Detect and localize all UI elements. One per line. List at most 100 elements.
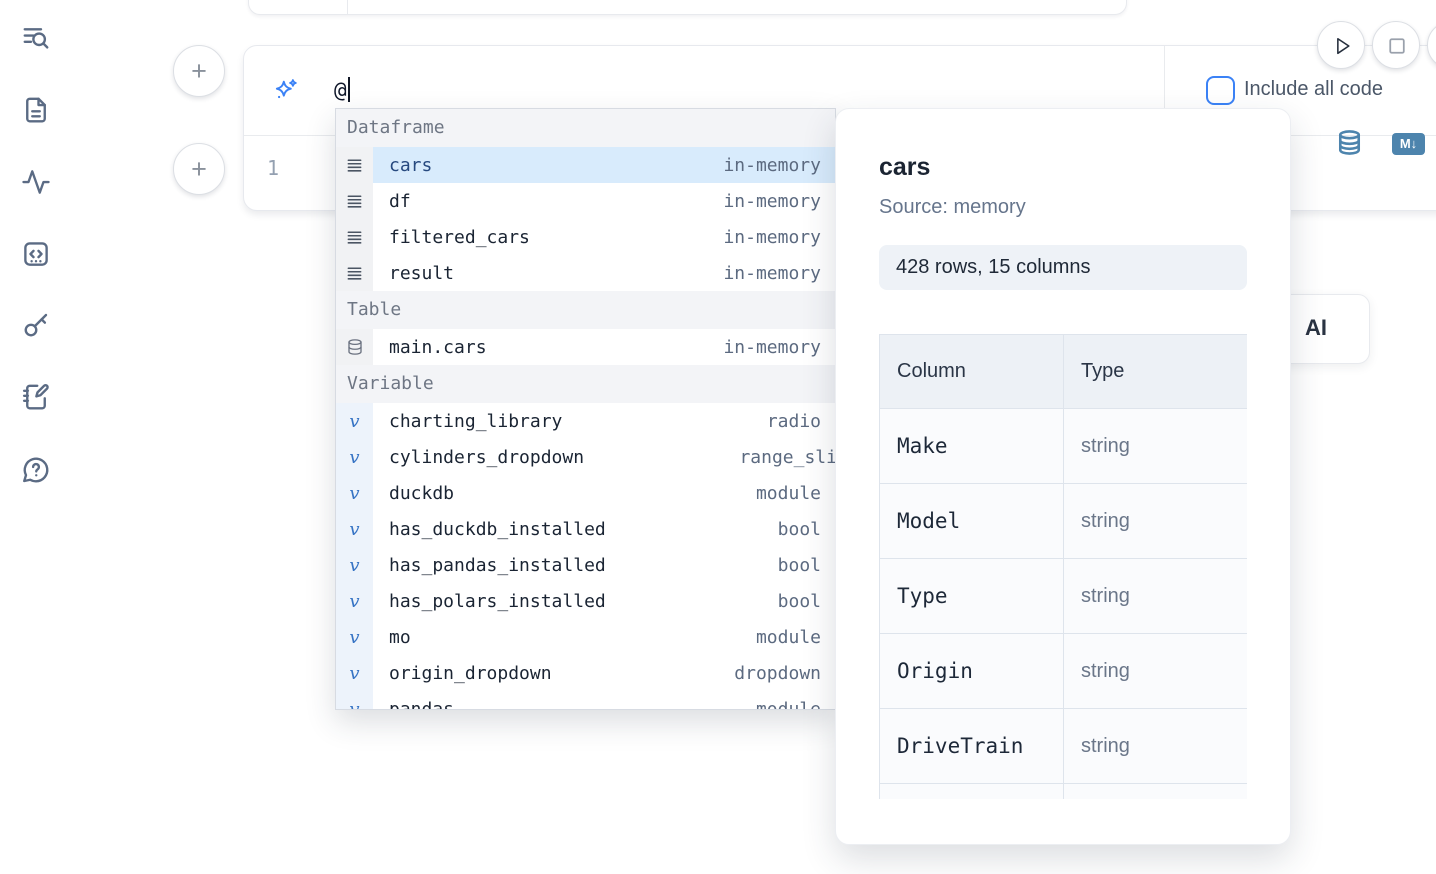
autocomplete-item-has_polars_installed[interactable]: v has_polars_installed bool <box>336 583 835 619</box>
schema-column-name <box>879 783 1064 799</box>
autocomplete-section-header: Table <box>336 291 835 329</box>
variable-icon: v <box>336 655 373 691</box>
run-cell-button[interactable] <box>1317 21 1365 69</box>
autocomplete-item-main.cars[interactable]: main.cars in-memory <box>336 329 835 365</box>
play-icon <box>1336 37 1350 54</box>
item-label: result <box>389 262 455 284</box>
text-cursor <box>347 77 350 102</box>
add-cell-above-button[interactable]: + <box>173 45 225 97</box>
previous-cell-bottom-edge <box>248 0 1127 15</box>
autocomplete-section-header: Variable <box>336 365 835 403</box>
preview-source: Source: memory <box>879 196 1026 218</box>
autocomplete-item-result[interactable]: result in-memory <box>336 255 835 291</box>
item-label: charting_library <box>389 410 563 432</box>
item-detail: in-memory <box>723 262 821 284</box>
stop-cell-button[interactable] <box>1372 21 1420 69</box>
item-detail: module <box>755 482 821 504</box>
item-label: has_duckdb_installed <box>389 518 606 540</box>
item-detail: bool <box>777 518 821 540</box>
code-editor[interactable]: 1 <box>244 136 1436 210</box>
variable-icon: v <box>336 403 373 439</box>
sparkles-icon <box>272 77 299 104</box>
markdown-icon[interactable]: M↓ <box>1392 133 1425 155</box>
item-label: has_pandas_installed <box>389 554 606 576</box>
activity-icon[interactable] <box>21 167 51 197</box>
left-toolbar <box>0 0 72 874</box>
file-text-icon[interactable] <box>21 95 51 125</box>
code-square-icon[interactable] <box>21 239 51 269</box>
autocomplete-item-origin_dropdown[interactable]: v origin_dropdown dropdown <box>336 655 835 691</box>
database-icon <box>336 329 373 365</box>
schema-column-name: Model <box>879 483 1064 559</box>
item-detail: dropdown <box>734 662 821 684</box>
variable-icon: v <box>336 691 373 709</box>
ai-button-label: AI <box>1305 315 1327 340</box>
rows-icon <box>336 147 373 183</box>
schema-column-name: Origin <box>879 633 1064 709</box>
item-label: mo <box>389 626 411 648</box>
schema-column-type: string <box>1063 633 1247 709</box>
variable-icon: v <box>336 475 373 511</box>
schema-column-type: string <box>1063 708 1247 784</box>
preview-title: cars <box>879 153 931 181</box>
ai-prompt-value: @ <box>334 78 347 102</box>
item-detail: radio <box>766 410 821 432</box>
item-label: duckdb <box>389 482 455 504</box>
item-detail: in-memory <box>723 226 821 248</box>
item-detail: module <box>755 626 821 648</box>
ai-prompt-input[interactable]: @ <box>334 76 350 104</box>
autocomplete-item-charting_library[interactable]: v charting_library radio <box>336 403 835 439</box>
item-detail: bool <box>777 590 821 612</box>
rows-icon <box>336 219 373 255</box>
previous-cell-divider <box>347 0 348 14</box>
variable-icon: v <box>336 547 373 583</box>
schema-col-header: Column <box>879 334 1064 409</box>
schema-column-type: string <box>1063 483 1247 559</box>
list-search-icon[interactable] <box>21 23 51 53</box>
autocomplete-section-header: Dataframe <box>336 109 835 147</box>
item-detail: in-memory <box>723 190 821 212</box>
item-label: origin_dropdown <box>389 662 552 684</box>
item-label: has_polars_installed <box>389 590 606 612</box>
cell-divider <box>1164 46 1165 136</box>
item-detail: range_sli <box>739 446 836 468</box>
add-cell-below-button[interactable]: + <box>173 143 225 195</box>
stop-icon <box>1388 37 1405 54</box>
include-all-code-checkbox[interactable] <box>1206 76 1235 105</box>
rows-icon <box>336 255 373 291</box>
database-icon[interactable] <box>1336 129 1363 157</box>
autocomplete-item-has_pandas_installed[interactable]: v has_pandas_installed bool <box>336 547 835 583</box>
item-detail: in-memory <box>723 336 821 358</box>
item-label: pandas <box>389 698 455 710</box>
item-label: main.cars <box>389 336 487 358</box>
line-number: 1 <box>266 156 280 180</box>
schema-column-name: Make <box>879 408 1064 484</box>
variable-icon: v <box>336 439 373 475</box>
schema-column-name: Type <box>879 558 1064 634</box>
help-circle-icon[interactable] <box>21 455 51 485</box>
item-detail: bool <box>777 554 821 576</box>
variable-icon: v <box>336 583 373 619</box>
notebook-pen-icon[interactable] <box>21 382 51 412</box>
key-icon[interactable] <box>21 310 51 340</box>
schema-column-type <box>1063 783 1247 799</box>
item-label: cars <box>389 154 433 176</box>
dataframe-preview-panel: cars Source: memory 428 rows, 15 columns… <box>835 108 1291 845</box>
rows-icon <box>336 183 373 219</box>
